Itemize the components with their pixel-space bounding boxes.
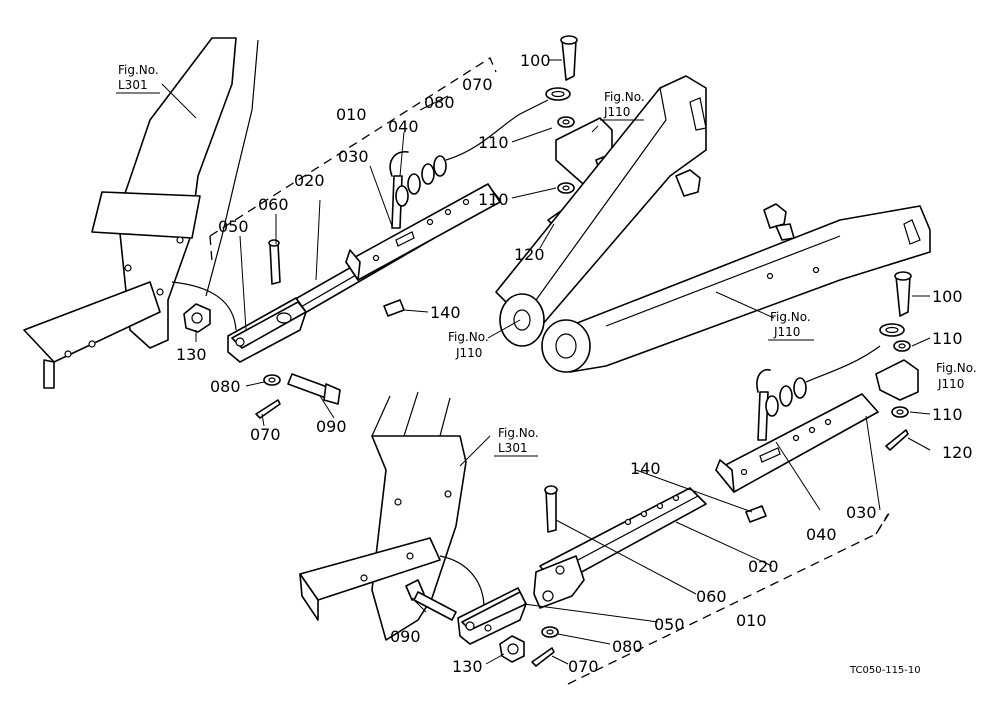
cotter-120-lower <box>885 429 909 451</box>
callout-040: 040 <box>388 117 419 136</box>
clevis-pin-lower <box>544 485 558 533</box>
figref-code: L301 <box>118 78 148 92</box>
drawing-code: TC050-115-10 <box>849 665 921 676</box>
callout-090: 090 <box>316 417 347 436</box>
callout-120: 120 <box>514 245 545 264</box>
callout-130: 130 <box>176 345 207 364</box>
sleeve-lower <box>715 393 879 493</box>
washer-110b-upper <box>557 182 575 194</box>
assembly-outline-upper <box>209 57 497 237</box>
check-chain-upper <box>171 281 237 331</box>
callout-060: 060 <box>258 195 289 214</box>
callout-080b: 080 <box>210 377 241 396</box>
callout-010: 010 <box>336 105 367 124</box>
callouts-lower: 100 110 110 120 140 030 040 020 060 010 … <box>390 287 973 676</box>
callout-110b: 110 <box>478 190 509 209</box>
link-100-lower <box>879 323 905 337</box>
link-100-upper <box>545 87 571 101</box>
figref-l301-top: Fig.No. L301 <box>116 63 160 94</box>
figref-code: L301 <box>498 441 528 455</box>
lower-link-arm-upper <box>495 75 707 347</box>
callout-100-lower: 100 <box>932 287 963 306</box>
figref-code: J110 <box>937 377 964 391</box>
washer-110b-lower <box>891 406 909 418</box>
figref-l301-bottom: Fig.No. L301 <box>494 426 539 457</box>
tractor-frame-lower <box>299 391 467 641</box>
figref-title: Fig.No. <box>498 426 539 440</box>
nut-lower-arm <box>763 203 795 241</box>
washer-110a-lower <box>893 340 911 352</box>
callout-030: 030 <box>338 147 369 166</box>
callout-060-lower: 060 <box>696 587 727 606</box>
bolt-lower <box>405 579 457 621</box>
callout-040-lower: 040 <box>806 525 837 544</box>
callout-020-lower: 020 <box>748 557 779 576</box>
figref-j110-mid-right: Fig.No. J110 <box>768 310 814 341</box>
lynch-pin-lower <box>756 345 881 441</box>
callout-110b-lower: 110 <box>932 405 963 424</box>
cotter-pin-upper <box>255 399 281 419</box>
figref-title: Fig.No. <box>448 330 489 344</box>
figref-j110-mid-left: Fig.No. J110 <box>448 330 489 360</box>
callout-080: 080 <box>424 93 455 112</box>
cotter-pin-lower <box>531 647 555 667</box>
bolt-upper <box>287 373 341 405</box>
washer-110a-upper <box>557 116 575 128</box>
callout-080-lower: 080 <box>612 637 643 656</box>
callout-110a: 110 <box>478 133 509 152</box>
leader-lines <box>161 59 931 665</box>
figref-code: J110 <box>603 105 630 119</box>
clevis-lower <box>457 587 527 645</box>
lynch-pin-upper <box>389 99 549 229</box>
callouts-upper: 100 070 080 010 040 030 110 020 110 060 … <box>176 51 551 444</box>
clevis-pin-upper <box>268 239 281 285</box>
clevis-bracket-lower <box>533 555 585 609</box>
callout-130-lower: 130 <box>452 657 483 676</box>
figref-title: Fig.No. <box>936 361 977 375</box>
figref-j110-right: Fig.No. J110 <box>936 361 977 391</box>
check-chain-lower <box>439 555 485 609</box>
clip-lower <box>745 505 767 523</box>
bracket-lower <box>875 359 919 401</box>
figref-code: J110 <box>455 346 482 360</box>
tractor-frame-upper <box>23 37 259 389</box>
assembly-outline-lower-edge <box>875 511 891 535</box>
callout-120-lower: 120 <box>942 443 973 462</box>
washer-upper <box>263 374 281 386</box>
clip-upper <box>383 299 405 317</box>
assembly-outline-upper-left <box>209 235 213 263</box>
callout-070: 070 <box>462 75 493 94</box>
figref-title: Fig.No. <box>770 310 811 324</box>
callout-050-lower: 050 <box>654 615 685 634</box>
pin-100-upper <box>560 35 578 81</box>
sleeve-upper <box>345 183 501 281</box>
figref-j110-top: Fig.No. J110 <box>600 90 645 121</box>
figref-code: J110 <box>773 325 800 339</box>
callout-100: 100 <box>520 51 551 70</box>
callout-070-lower: 070 <box>568 657 599 676</box>
figref-title: Fig.No. <box>118 63 159 77</box>
callout-090-lower: 090 <box>390 627 421 646</box>
washer-lower <box>541 626 559 638</box>
callout-070b: 070 <box>250 425 281 444</box>
callout-140: 140 <box>430 303 461 322</box>
figref-title: Fig.No. <box>604 90 645 104</box>
callout-050: 050 <box>218 217 249 236</box>
callout-030-lower: 030 <box>846 503 877 522</box>
lower-link-arm-lower <box>541 205 931 373</box>
callout-110a-lower: 110 <box>932 329 963 348</box>
callout-140-lower: 140 <box>630 459 661 478</box>
callout-020: 020 <box>294 171 325 190</box>
nut-upper <box>183 303 211 333</box>
callout-010-lower: 010 <box>736 611 767 630</box>
clevis-upper <box>227 297 307 363</box>
nut-lower <box>499 635 525 663</box>
pin-100-lower <box>894 271 912 317</box>
